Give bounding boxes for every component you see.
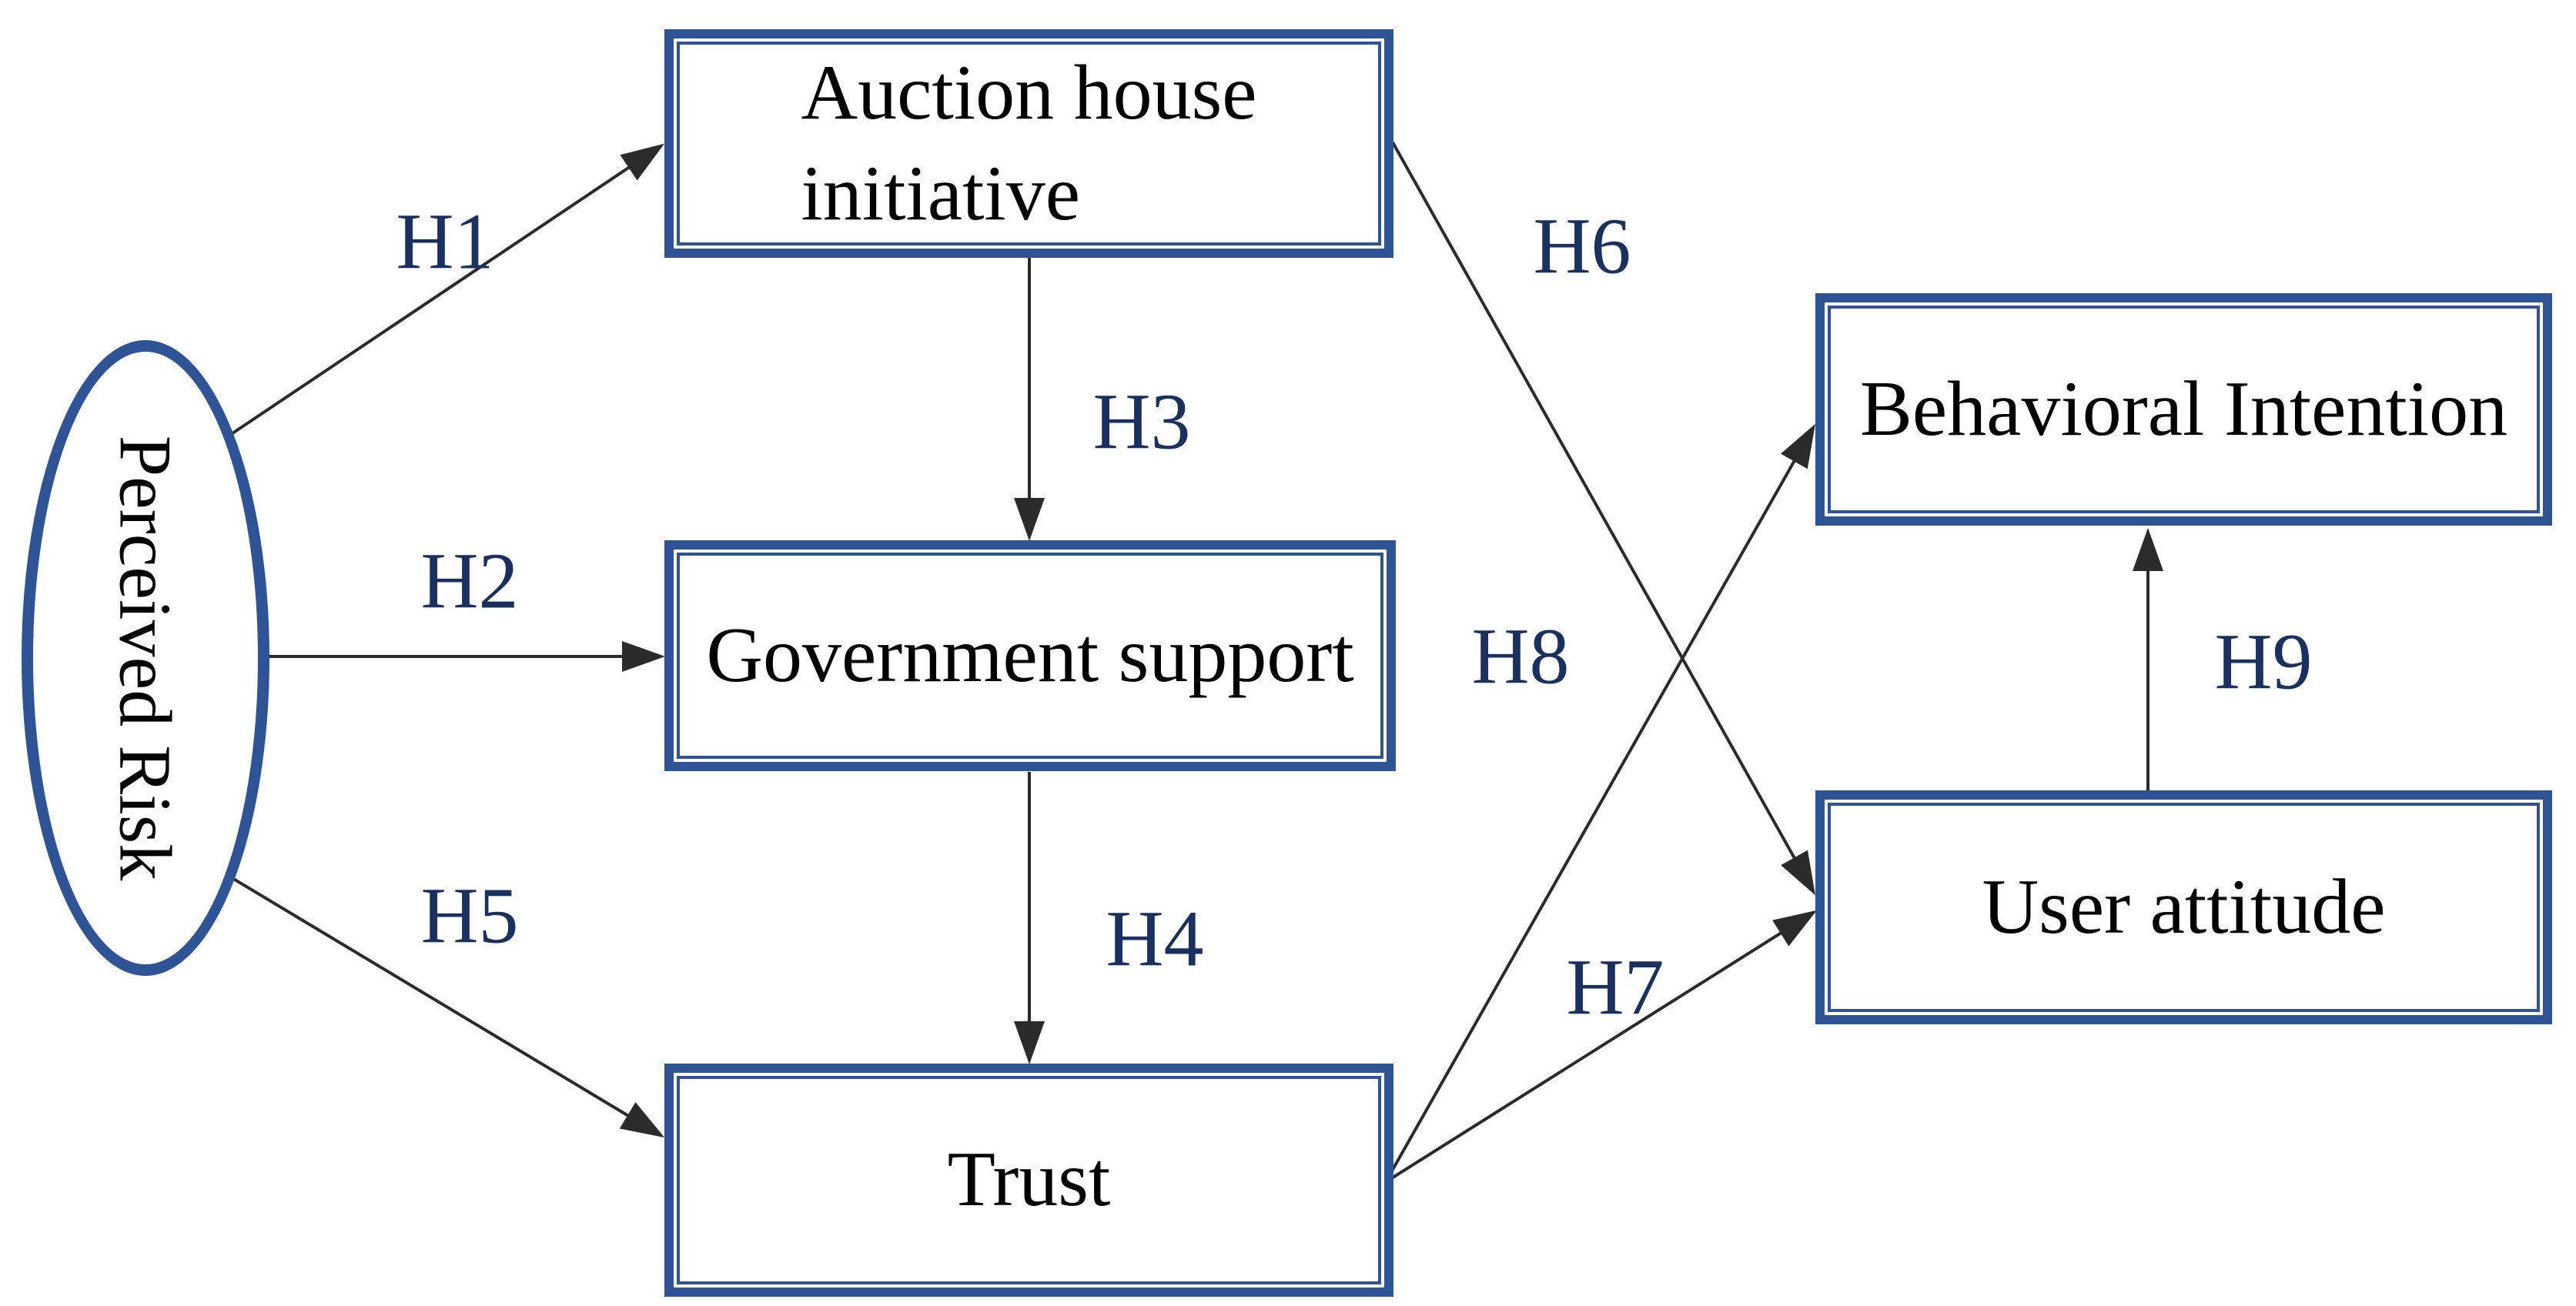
edge-label-h4: H4 [1106, 894, 1204, 984]
node-government-support-label: Government support [706, 611, 1354, 699]
node-trust: Trust [664, 1064, 1393, 1297]
edge-label-h7: H7 [1566, 943, 1664, 1032]
node-behavioral-intention-label: Behavioral Intention [1859, 365, 2508, 453]
node-perceived-risk-label: Perceived Risk [104, 435, 187, 881]
node-user-attitude-label: User attitude [1982, 863, 2386, 950]
arrow-h8 [1389, 423, 1815, 1174]
edge-label-h9: H9 [2214, 617, 2313, 706]
edge-label-h6: H6 [1533, 202, 1631, 291]
node-trust-label: Trust [947, 1136, 1111, 1224]
node-auction-house-initiative-label: Auction house initiative [801, 48, 1257, 237]
edge-label-h2: H2 [420, 536, 519, 626]
edge-label-h5: H5 [420, 871, 519, 960]
node-user-attitude: User attitude [1815, 790, 2552, 1024]
node-behavioral-intention: Behavioral Intention [1815, 293, 2552, 526]
edge-label-h1: H1 [396, 197, 494, 286]
node-government-support: Government support [664, 540, 1396, 771]
node-auction-house-initiative: Auction house initiative [664, 29, 1393, 258]
edge-label-h8: H8 [1471, 612, 1570, 701]
edge-label-h3: H3 [1092, 377, 1191, 466]
arrow-h6 [1391, 142, 1815, 896]
arrow-h5 [229, 876, 665, 1138]
arrow-h7 [1389, 910, 1818, 1181]
arrow-h1 [231, 143, 664, 435]
